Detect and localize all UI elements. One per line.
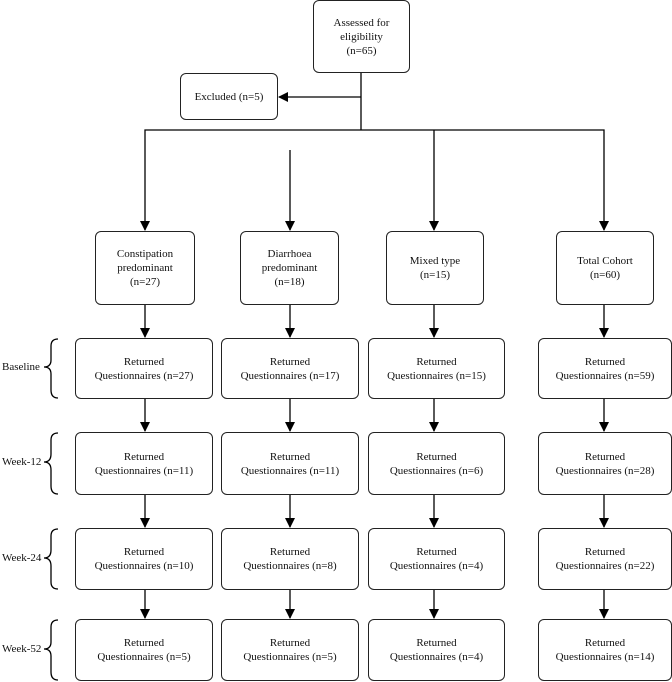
node-week24-total: Returned Questionnaires (n=22) bbox=[538, 528, 672, 590]
node-week12-total: Returned Questionnaires (n=28) bbox=[538, 432, 672, 495]
node-week12-constipation: Returned Questionnaires (n=11) bbox=[75, 432, 213, 495]
brace-baseline bbox=[43, 338, 59, 399]
node-week52-constipation: Returned Questionnaires (n=5) bbox=[75, 619, 213, 681]
node-diarrhoea: Diarrhoea predominant (n=18) bbox=[240, 231, 339, 305]
node-total: Total Cohort (n=60) bbox=[556, 231, 654, 305]
node-mixed: Mixed type (n=15) bbox=[386, 231, 484, 305]
node-baseline-diarrhoea: Returned Questionnaires (n=17) bbox=[221, 338, 359, 399]
node-week24-mixed: Returned Questionnaires (n=4) bbox=[368, 528, 505, 590]
row-label-week24: Week-24 bbox=[2, 552, 42, 564]
node-week52-diarrhoea: Returned Questionnaires (n=5) bbox=[221, 619, 359, 681]
node-week12-mixed: Returned Questionnaires (n=6) bbox=[368, 432, 505, 495]
node-baseline-constipation: Returned Questionnaires (n=27) bbox=[75, 338, 213, 399]
row-label-baseline: Baseline bbox=[2, 361, 40, 373]
node-week24-constipation: Returned Questionnaires (n=10) bbox=[75, 528, 213, 590]
brace-week12 bbox=[43, 432, 59, 495]
node-baseline-mixed: Returned Questionnaires (n=15) bbox=[368, 338, 505, 399]
node-week52-total: Returned Questionnaires (n=14) bbox=[538, 619, 672, 681]
node-week24-diarrhoea: Returned Questionnaires (n=8) bbox=[221, 528, 359, 590]
node-excluded: Excluded (n=5) bbox=[180, 73, 278, 120]
brace-week52 bbox=[43, 619, 59, 681]
edge-branch-horizontal bbox=[144, 129, 605, 150]
node-baseline-total: Returned Questionnaires (n=59) bbox=[538, 338, 672, 399]
row-label-week12: Week-12 bbox=[2, 456, 42, 468]
row-label-week52: Week-52 bbox=[2, 643, 42, 655]
brace-week24 bbox=[43, 528, 59, 590]
node-week12-diarrhoea: Returned Questionnaires (n=11) bbox=[221, 432, 359, 495]
node-assessed: Assessed for eligibility (n=65) bbox=[313, 0, 410, 73]
node-constipation: Constipation predominant (n=27) bbox=[95, 231, 195, 305]
node-week52-mixed: Returned Questionnaires (n=4) bbox=[368, 619, 505, 681]
